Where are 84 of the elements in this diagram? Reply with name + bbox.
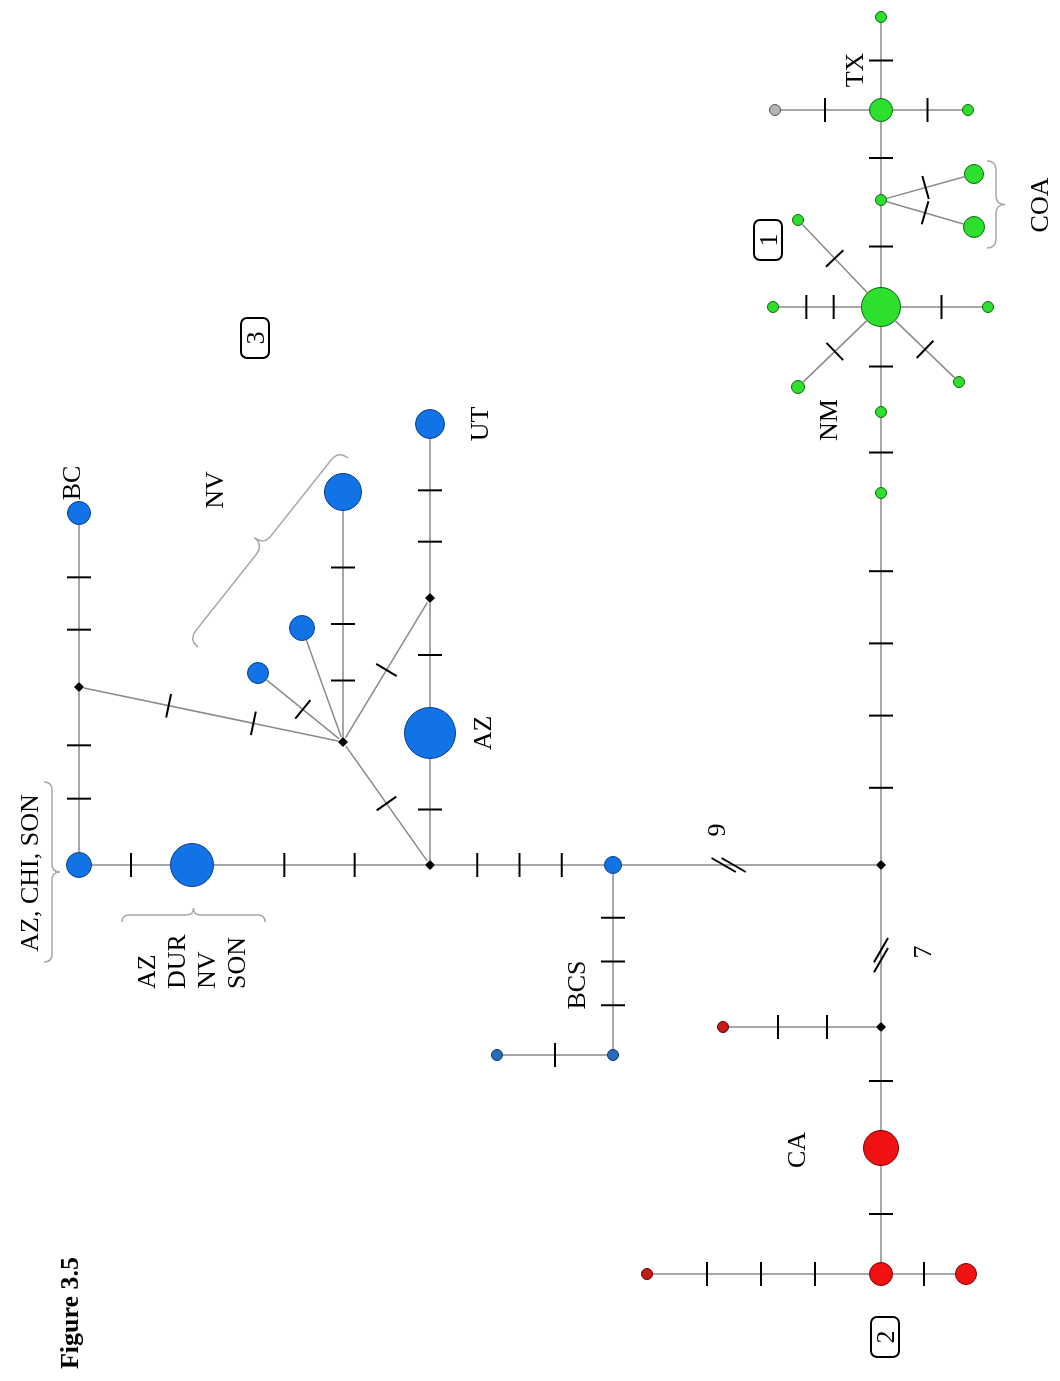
network-line <box>78 524 80 683</box>
network-line <box>880 498 882 861</box>
network-line <box>880 417 882 488</box>
network-line <box>880 1031 882 1131</box>
haplotype-circle <box>607 1049 619 1061</box>
network-line <box>728 1026 877 1028</box>
haplotype-circle <box>875 487 887 499</box>
haplotype-circle <box>869 98 893 122</box>
network-line <box>880 869 882 1023</box>
region-label: AZ, CHI, SON <box>15 794 45 952</box>
haplotype-circle <box>324 473 362 511</box>
network-line <box>886 175 966 200</box>
haplotype-circle <box>792 214 804 226</box>
network-line <box>900 306 983 308</box>
haplotype-circle <box>66 852 92 878</box>
network-line <box>429 602 431 708</box>
haplotype-circle <box>861 287 901 327</box>
haplotype-circle <box>955 1263 977 1285</box>
haplotype-circle <box>963 216 985 238</box>
network-line <box>894 320 956 379</box>
region-label: BCS <box>562 960 592 1010</box>
haplotype-circle <box>982 301 994 313</box>
boxed-number: 1 <box>753 219 783 261</box>
network-line <box>880 205 882 288</box>
network-line <box>305 639 343 739</box>
haplotype-circle <box>953 376 965 388</box>
network-line <box>892 109 963 111</box>
haplotype-circle <box>863 1130 899 1166</box>
network-line <box>892 1273 956 1275</box>
network-line <box>880 121 882 195</box>
region-label: AZ <box>468 715 498 751</box>
haplotype-circle <box>875 11 887 23</box>
network-line <box>880 1165 882 1263</box>
region-label: CA <box>782 1131 812 1169</box>
region-label: TX <box>840 52 870 88</box>
haplotype-circle <box>767 301 779 313</box>
haplotype-circle <box>604 856 622 874</box>
haplotype-circle <box>962 104 974 116</box>
network-line <box>621 864 877 866</box>
haplotype-circle <box>641 1268 653 1280</box>
haplotype-circle <box>170 843 214 887</box>
network-line <box>880 326 882 407</box>
network-line <box>429 758 431 861</box>
region-label: NM <box>814 399 844 441</box>
boxed-number: 2 <box>870 1316 900 1358</box>
network-line <box>342 510 344 738</box>
network-line <box>265 679 340 740</box>
haplotype-circle <box>404 707 456 759</box>
region-label: BC <box>57 465 87 501</box>
network-line <box>778 306 862 308</box>
region-label: UT <box>465 406 495 442</box>
network-line <box>429 438 431 594</box>
boxed-number: 3 <box>240 317 270 359</box>
haplotype-circle <box>875 406 887 418</box>
figure-title: Figure 3.5 <box>55 1256 85 1370</box>
network-line <box>886 200 965 225</box>
haplotype-circle <box>869 1262 893 1286</box>
network-line <box>801 223 868 294</box>
network-line <box>344 601 429 739</box>
haplotype-circle <box>875 194 887 206</box>
network-line <box>780 109 870 111</box>
network-line <box>880 22 882 99</box>
network-line <box>83 687 339 742</box>
network-line <box>345 745 428 862</box>
network-line <box>802 320 868 383</box>
haplotype-circle <box>491 1049 503 1061</box>
network-line <box>612 873 614 1050</box>
network-line <box>213 864 426 866</box>
haplotype-circle <box>67 501 91 525</box>
network-line <box>91 864 171 866</box>
region-label: COA <box>1025 177 1055 233</box>
network-line <box>434 864 605 866</box>
network-line <box>78 691 80 853</box>
region-label: NV <box>200 471 230 509</box>
haplotype-circle <box>717 1021 729 1033</box>
network-line <box>652 1273 870 1275</box>
haplotype-circle <box>769 104 781 116</box>
haplotype-circle <box>964 164 984 184</box>
region-label: AZ DUR NV SON <box>132 933 252 989</box>
haplotype-circle <box>415 409 445 439</box>
haplotype-circle <box>247 662 269 684</box>
network-line <box>502 1054 608 1056</box>
haplotype-circle <box>791 380 805 394</box>
haplotype-circle <box>289 615 315 641</box>
